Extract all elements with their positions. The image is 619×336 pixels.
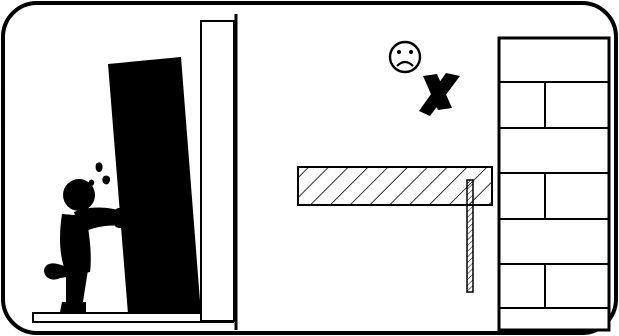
frowning-face-icon <box>388 40 422 74</box>
person-hand <box>114 208 126 228</box>
sweat-drops-icon <box>88 162 111 186</box>
person-foot <box>60 302 86 312</box>
x-mark-icon <box>419 73 460 116</box>
person-pushing-door <box>44 162 126 312</box>
door-post <box>200 20 235 322</box>
left-panel <box>32 14 238 330</box>
person-arm <box>74 207 124 234</box>
person-head <box>63 179 95 211</box>
hatched-rod <box>466 179 474 293</box>
right-panel <box>297 36 611 332</box>
brick-wall <box>497 36 611 332</box>
door-panel <box>108 57 201 314</box>
hatched-beam <box>297 166 493 206</box>
person-leg-front <box>66 268 88 308</box>
